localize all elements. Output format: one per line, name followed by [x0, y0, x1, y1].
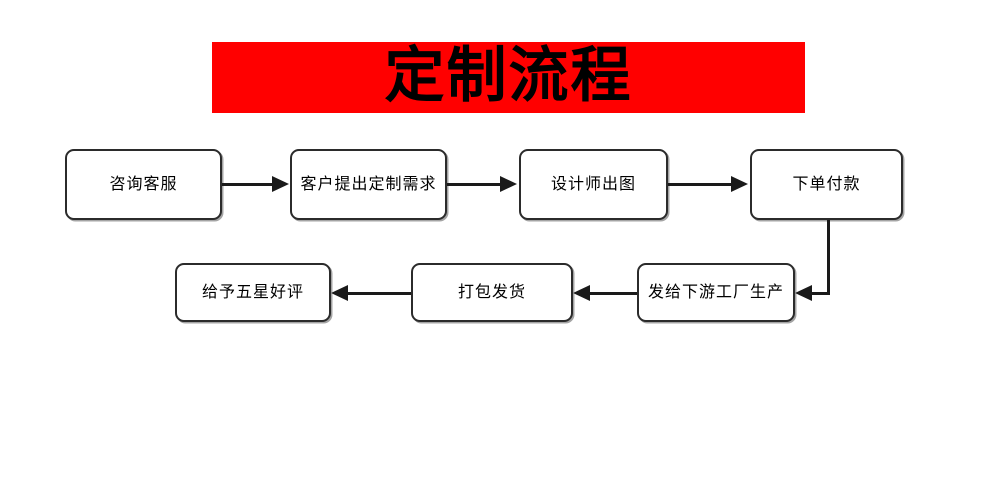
flow-step-customer-request[interactable]: 客户提出定制需求: [290, 149, 447, 220]
flow-step-pack-ship[interactable]: 打包发货: [411, 263, 573, 322]
connector-step4-step5-vertical: [827, 220, 830, 295]
flow-step-label: 设计师出图: [550, 175, 636, 193]
flow-step-label: 发给下游工厂生产: [647, 283, 784, 301]
connector-step4-step5-horizontal: [810, 292, 830, 295]
flow-step-label: 打包发货: [457, 283, 526, 301]
arrow-head-left-icon: [573, 285, 590, 301]
flow-step-consult-service[interactable]: 咨询客服: [65, 149, 222, 220]
connector-step6-step7: [347, 292, 411, 295]
connector-step1-step2: [222, 183, 274, 186]
arrow-head-right-icon: [500, 176, 517, 192]
flow-step-label: 下单付款: [792, 175, 861, 193]
flow-step-designer-drawing[interactable]: 设计师出图: [519, 149, 668, 220]
flow-step-order-payment[interactable]: 下单付款: [750, 149, 903, 220]
connector-step3-step4: [668, 183, 733, 186]
flow-step-label: 咨询客服: [109, 175, 178, 193]
arrow-head-right-icon: [272, 176, 289, 192]
connector-step5-step6: [589, 292, 637, 295]
title-banner: 定制流程: [212, 42, 805, 113]
flow-step-label: 给予五星好评: [201, 283, 304, 301]
flow-step-label: 客户提出定制需求: [300, 175, 437, 193]
page-title: 定制流程: [384, 42, 633, 109]
flow-step-factory-production[interactable]: 发给下游工厂生产: [637, 263, 795, 322]
arrow-head-left-icon: [331, 285, 348, 301]
flow-step-five-star-review[interactable]: 给予五星好评: [175, 263, 331, 322]
connector-step2-step3: [447, 183, 502, 186]
arrow-head-left-icon: [795, 285, 812, 301]
arrow-head-right-icon: [731, 176, 748, 192]
